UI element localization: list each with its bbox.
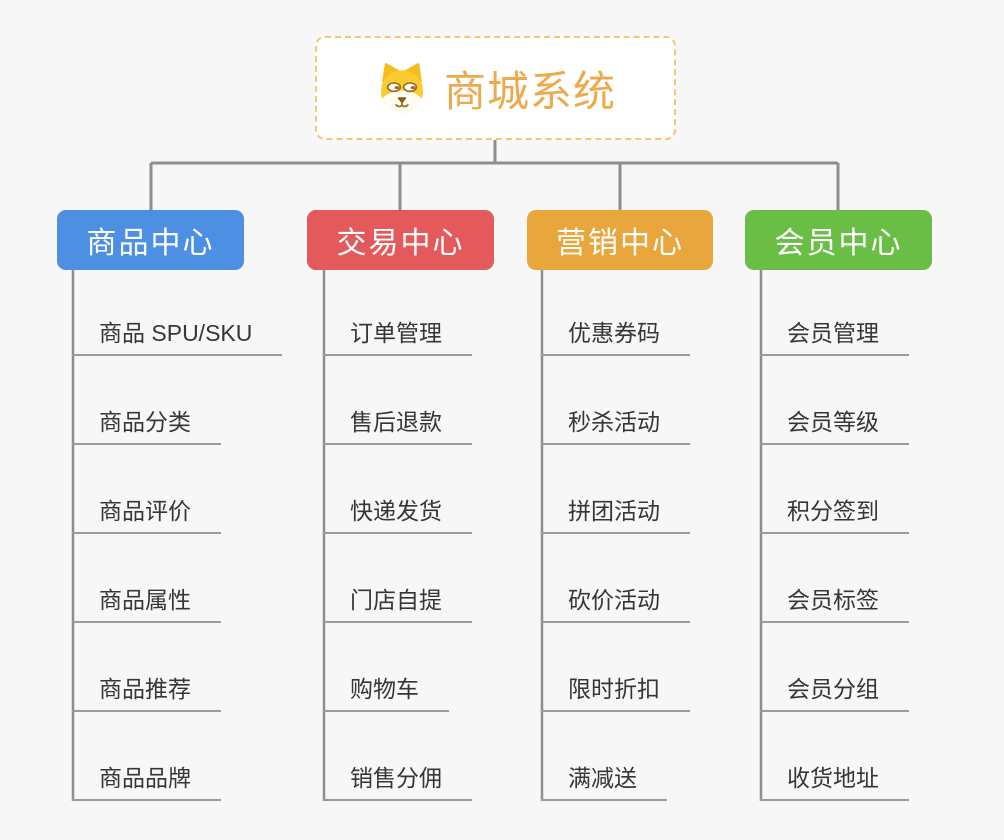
- leaf-node[interactable]: 优惠券码: [541, 318, 690, 356]
- leaf-node[interactable]: 购物车: [323, 674, 449, 712]
- leaf-node[interactable]: 收货地址: [760, 763, 909, 801]
- leaf-node[interactable]: 限时折扣: [541, 674, 690, 712]
- leaf-node[interactable]: 门店自提: [323, 585, 472, 623]
- branch-member-center[interactable]: 会员中心: [745, 210, 932, 270]
- doge-icon: [375, 61, 429, 115]
- leaf-node[interactable]: 销售分佣: [323, 763, 472, 801]
- leaf-node[interactable]: 会员管理: [760, 318, 909, 356]
- leaf-node[interactable]: 商品品牌: [72, 763, 221, 801]
- branch-marketing-center[interactable]: 营销中心: [527, 210, 713, 270]
- leaf-node[interactable]: 会员标签: [760, 585, 909, 623]
- leaf-node[interactable]: 快递发货: [323, 496, 472, 534]
- leaf-node[interactable]: 拼团活动: [541, 496, 690, 534]
- branch-trade-center[interactable]: 交易中心: [307, 210, 494, 270]
- leaf-node[interactable]: 订单管理: [323, 318, 472, 356]
- leaf-node[interactable]: 商品属性: [72, 585, 221, 623]
- root-title: 商城系统: [443, 67, 616, 115]
- root-node-mall-system[interactable]: 商城系统: [315, 36, 676, 140]
- leaf-node[interactable]: 商品评价: [72, 496, 221, 534]
- leaf-node[interactable]: 满减送: [541, 763, 667, 801]
- leaf-node[interactable]: 积分签到: [760, 496, 909, 534]
- leaf-node[interactable]: 售后退款: [323, 407, 472, 445]
- branch-product-center[interactable]: 商品中心: [57, 210, 244, 270]
- leaf-node[interactable]: 砍价活动: [541, 585, 690, 623]
- leaf-node[interactable]: 会员分组: [760, 674, 909, 712]
- leaf-node[interactable]: 秒杀活动: [541, 407, 690, 445]
- leaf-node[interactable]: 商品分类: [72, 407, 221, 445]
- leaf-node[interactable]: 商品 SPU/SKU: [72, 318, 283, 356]
- leaf-node[interactable]: 商品推荐: [72, 674, 221, 712]
- leaf-node[interactable]: 会员等级: [760, 407, 909, 445]
